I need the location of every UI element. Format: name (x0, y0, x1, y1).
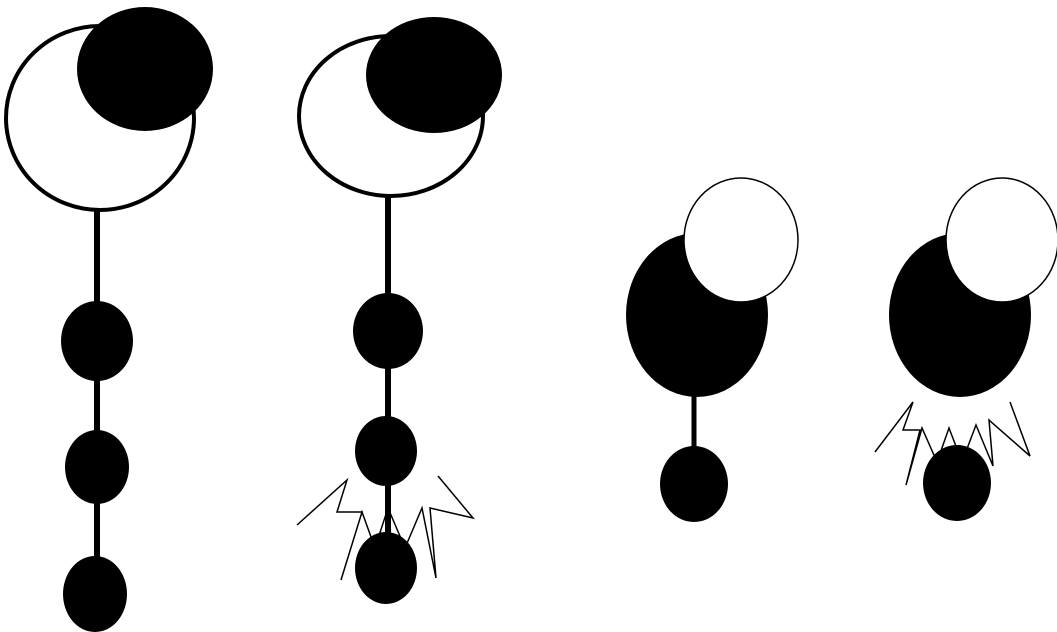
figure-4-bead (923, 445, 991, 521)
figure-1-bead-3 (63, 556, 127, 632)
figure-1 (6, 7, 213, 632)
figure-3 (626, 178, 798, 522)
figure-2-bead-2 (355, 416, 417, 486)
figure-2-head-blob (366, 17, 502, 133)
figure-3-bead (660, 446, 728, 522)
figure-1-head-blob (77, 7, 213, 131)
figure-1-bead-2 (65, 430, 129, 504)
figure-4-head-circle (946, 178, 1057, 302)
figure-1-bead-1 (61, 301, 133, 381)
figure-2-bead-3 (355, 532, 417, 604)
figure-2 (297, 17, 502, 604)
figure-3-head-circle (684, 178, 798, 302)
figure-4 (875, 178, 1057, 521)
figure-2-bead-1 (353, 293, 423, 369)
